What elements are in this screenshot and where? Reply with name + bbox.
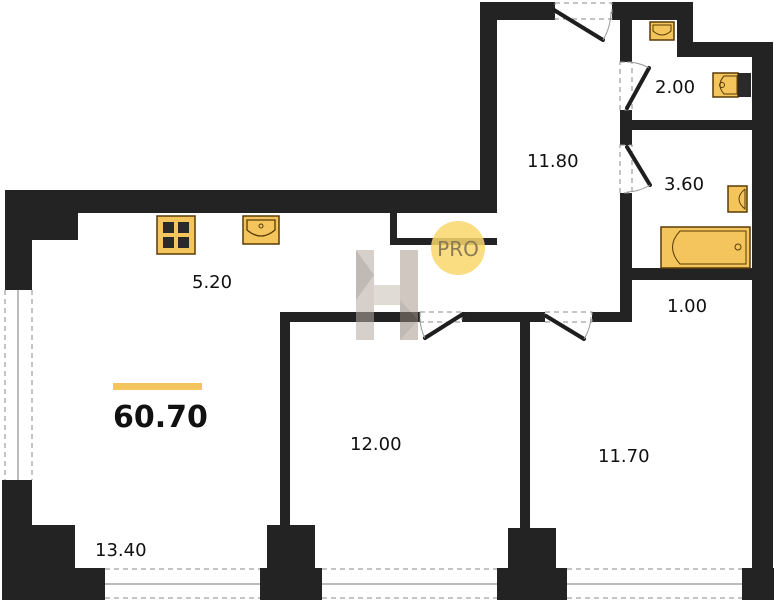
- area-bathroom: 3.60: [664, 174, 704, 195]
- pro-badge: [431, 221, 485, 275]
- bathroom-door: [619, 144, 652, 194]
- area-wardrobe: 1.00: [667, 296, 707, 317]
- stove-icon: [156, 215, 196, 255]
- bathtub-icon: [660, 226, 751, 269]
- doors: [419, 2, 652, 341]
- bedroom-door: [419, 311, 465, 340]
- watermark-logo: [356, 250, 418, 340]
- area-bedroom-2: 11.70: [598, 446, 650, 467]
- pro-badge-label: PRO: [437, 237, 479, 261]
- area-toilet: 2.00: [655, 77, 695, 98]
- toilet-door: [619, 61, 651, 111]
- total-area-bar: [113, 383, 202, 390]
- bath-sink-icon: [727, 185, 748, 213]
- area-kitchen: 5.20: [192, 272, 232, 293]
- total-area: 60.70: [113, 400, 208, 435]
- kitchen-sink-icon: [242, 215, 280, 245]
- toilet-sink-icon: [649, 21, 675, 41]
- toilet-icon: [712, 72, 751, 98]
- fixtures: [156, 21, 751, 269]
- bedroom-2-door: [544, 311, 593, 341]
- area-hallway: 11.80: [527, 151, 579, 172]
- windows: [4, 290, 742, 599]
- area-bedroom: 12.00: [350, 434, 402, 455]
- area-living-room: 13.40: [95, 540, 147, 561]
- entrance-door: [552, 2, 613, 42]
